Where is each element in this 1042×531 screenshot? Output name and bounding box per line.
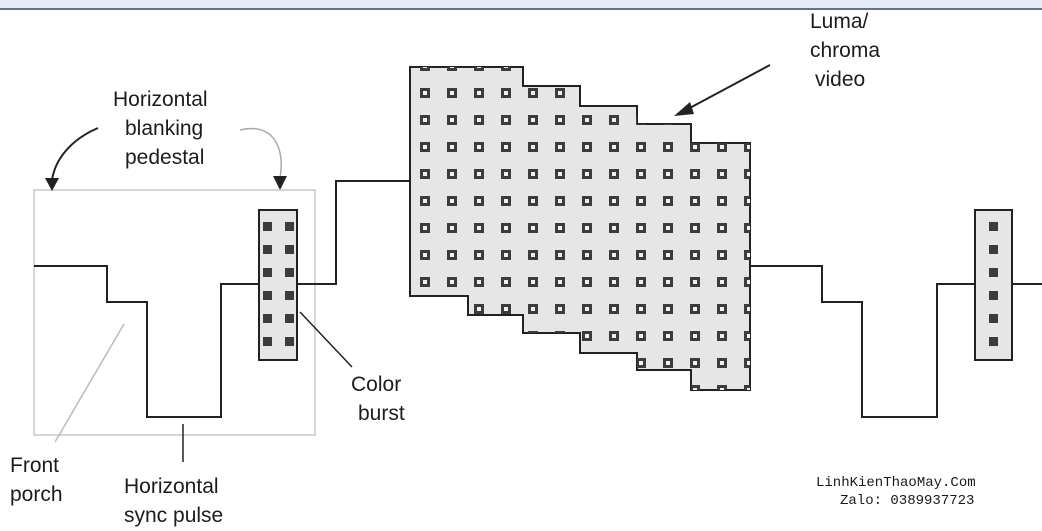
watermark-line1: LinhKienThaoMay.Com (816, 475, 976, 491)
label-luma-line1: Luma/ (810, 10, 869, 33)
leader-front-porch (54, 323, 125, 443)
watermark-line2: Zalo: 0389937723 (840, 493, 974, 509)
video-dot-pattern (410, 67, 750, 390)
color-burst-dots (263, 222, 294, 346)
color-burst-block (258, 209, 298, 361)
label-blanking-line1: Horizontal (113, 88, 208, 111)
leader-color-burst (299, 311, 353, 368)
color-burst-dots-right (989, 222, 998, 346)
arrow-blanking-left (45, 127, 99, 191)
signal-waveform-right (750, 265, 1042, 418)
label-burst-line2: burst (358, 402, 405, 425)
blanking-box (33, 189, 316, 436)
color-burst-block-right (974, 209, 1013, 361)
window-top-bar (0, 0, 1042, 10)
label-porch-line1: Front (10, 454, 59, 477)
arrow-luma (674, 64, 771, 116)
label-porch-line2: porch (10, 483, 63, 506)
label-luma-line2: chroma (810, 39, 880, 62)
label-sync-line1: Horizontal (124, 475, 219, 498)
label-burst-line1: Color (351, 373, 401, 396)
label-sync-line2: sync pulse (124, 504, 223, 527)
label-blanking-line3: pedestal (125, 146, 204, 169)
signal-waveform (34, 180, 410, 418)
label-luma-line3: video (815, 68, 865, 91)
arrow-blanking-right (239, 127, 287, 190)
label-blanking-line2: blanking (125, 117, 203, 140)
